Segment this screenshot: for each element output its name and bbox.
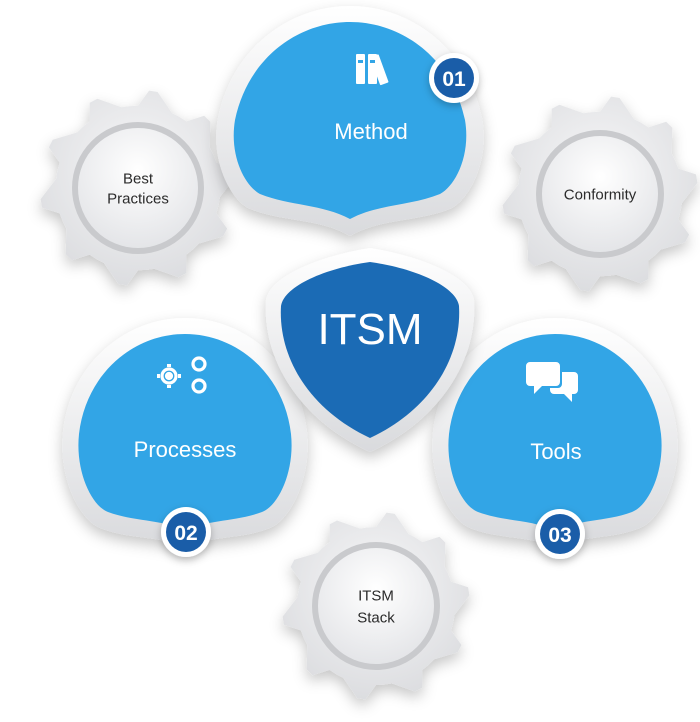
- petal-method[interactable]: Method: [216, 6, 484, 236]
- badge-03-label: 03: [548, 524, 571, 547]
- badge-02: 02: [161, 507, 211, 557]
- gear-best-practices-label-line: Practices: [107, 190, 169, 207]
- center-itsm[interactable]: ITSM: [265, 248, 475, 452]
- petal-label-method: Method: [334, 119, 407, 144]
- gear-conformity-label-line: Conformity: [564, 186, 637, 203]
- badge-01: 01: [429, 53, 479, 103]
- petal-label-processes: Processes: [134, 437, 237, 462]
- petal-label-tools: Tools: [530, 439, 581, 464]
- books-icon: [356, 54, 389, 86]
- gear-itsm-stack-label-line: ITSM: [358, 587, 394, 604]
- speech-bubbles-icon: [526, 362, 578, 402]
- badge-02-label: 02: [174, 522, 197, 545]
- petal-processes[interactable]: Processes: [62, 318, 308, 548]
- gear-best-practices-center: [78, 128, 198, 248]
- badge-03: 03: [535, 509, 585, 559]
- gear-itsm-stack-center: [318, 548, 434, 664]
- gear-itsm-stack-label-line: Stack: [357, 609, 395, 626]
- gear-conformity-center: [542, 136, 658, 252]
- petal-tools[interactable]: Tools: [432, 318, 678, 548]
- gear-itsm-stack[interactable]: ITSM Stack: [282, 512, 470, 700]
- badge-01-label: 01: [442, 68, 466, 91]
- gears-icon: [157, 356, 207, 394]
- gear-best-practices-label-line: Best: [123, 170, 154, 187]
- gear-conformity[interactable]: Conformity: [502, 96, 698, 292]
- center-label: ITSM: [317, 305, 422, 354]
